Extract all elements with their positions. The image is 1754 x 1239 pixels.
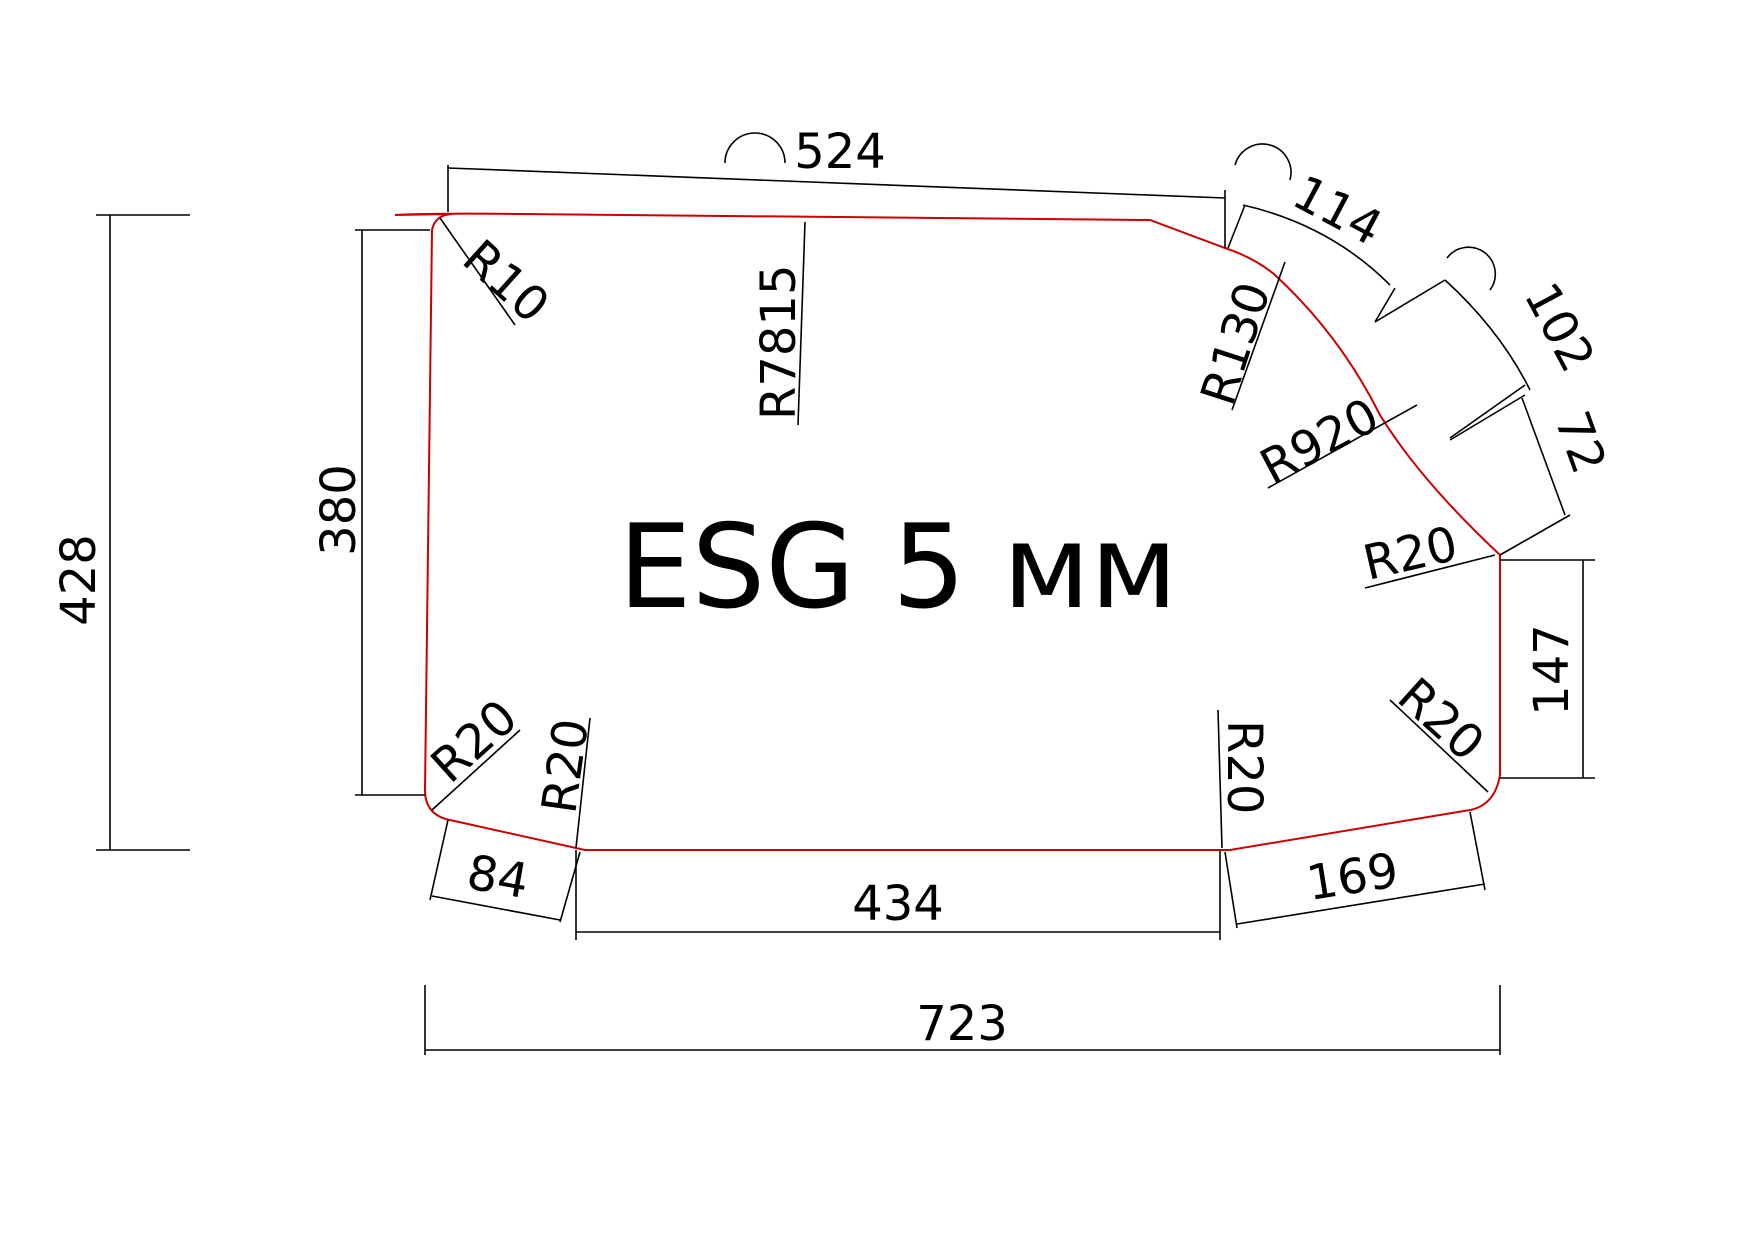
arc-symbol-2 bbox=[1446, 246, 1497, 291]
dim-top-label: 524 bbox=[794, 124, 886, 180]
dim-left-inner-label: 380 bbox=[311, 464, 367, 556]
radius-right-upper: R20 bbox=[1358, 516, 1496, 592]
dim-overall-width-label: 723 bbox=[916, 996, 1008, 1052]
radius-corner-top-right-label: R130 bbox=[1190, 276, 1282, 412]
arc-symbol-1 bbox=[1234, 143, 1292, 181]
radius-bottom-right-inner: R20 bbox=[1216, 709, 1272, 849]
radius-top-left-label: R10 bbox=[452, 229, 560, 334]
dim-overall-width: 723 bbox=[424, 985, 1501, 1055]
dim-right-vertical-label: 147 bbox=[1524, 624, 1580, 716]
radius-right-upper-label: R20 bbox=[1358, 516, 1463, 592]
dim-bottom-mid: 434 bbox=[575, 850, 1221, 940]
dim-bottom-right-label: 169 bbox=[1303, 842, 1402, 912]
dim-bottom-right: 169 bbox=[1224, 811, 1486, 929]
radius-top-edge-label: R7815 bbox=[751, 264, 807, 420]
radius-bottom-left-outer: R20 bbox=[421, 689, 529, 811]
radius-bottom-left-inner-label: R20 bbox=[531, 715, 600, 816]
radius-arc-right-label: R920 bbox=[1251, 387, 1388, 495]
radius-bottom-right-inner-label: R20 bbox=[1216, 720, 1272, 814]
radius-corner-top-right: R130 bbox=[1190, 261, 1286, 412]
dim-bottom-left: 84 bbox=[429, 819, 581, 923]
dim-right-vertical: 147 bbox=[1500, 559, 1595, 779]
arc-symbol-top bbox=[724, 132, 786, 164]
radius-bottom-left-inner: R20 bbox=[531, 715, 600, 849]
radius-top-left: R10 bbox=[439, 217, 560, 334]
glass-contour bbox=[394, 212, 1501, 851]
radius-bottom-left-outer-label: R20 bbox=[421, 689, 529, 794]
dim-left-outer-label: 428 bbox=[51, 534, 107, 626]
dim-right-diag-label: 72 bbox=[1543, 404, 1617, 481]
dim-left-inner: 380 bbox=[311, 229, 430, 796]
radius-right-lower-label: R20 bbox=[1387, 667, 1495, 772]
radius-top-edge: R7815 bbox=[751, 221, 807, 426]
dim-bottom-mid-label: 434 bbox=[852, 876, 944, 932]
dim-top: 524 bbox=[447, 124, 1226, 248]
drawing-title: ESG 5 мм bbox=[618, 500, 1177, 635]
dim-arc-2-label: 102 bbox=[1513, 274, 1605, 381]
radius-right-lower: R20 bbox=[1387, 667, 1495, 793]
dim-bottom-left-label: 84 bbox=[463, 844, 533, 910]
dim-left-outer: 428 bbox=[51, 214, 190, 851]
radius-arc-right: R920 bbox=[1251, 387, 1418, 496]
